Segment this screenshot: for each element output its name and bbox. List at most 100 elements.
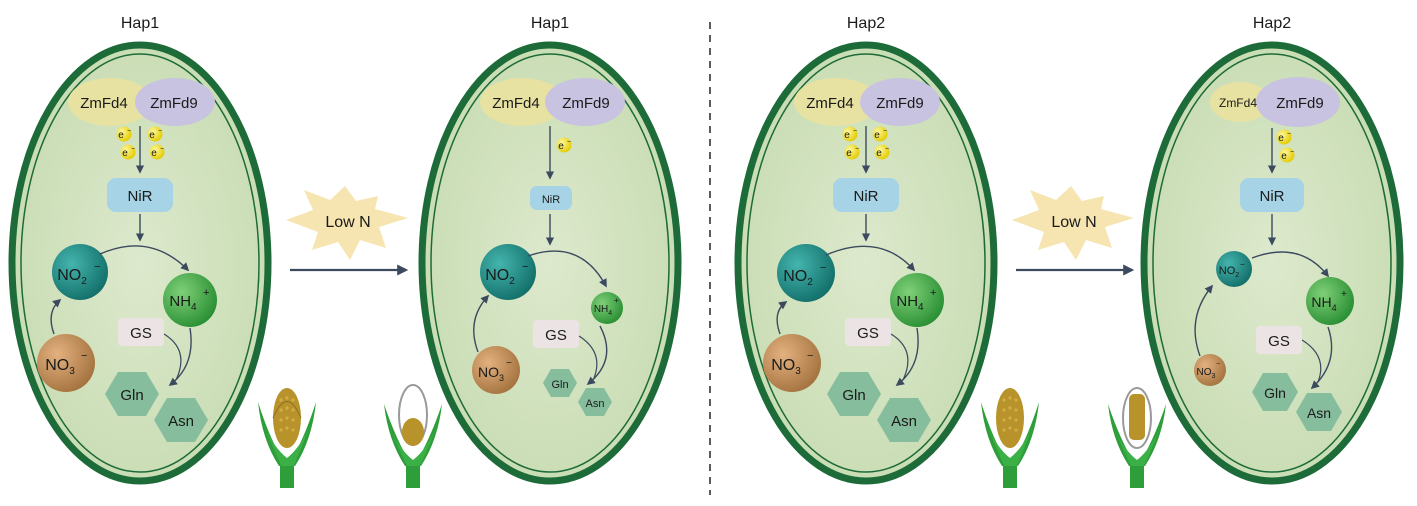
svg-text:e: e: [118, 130, 124, 141]
gln-molecule: [827, 372, 881, 416]
asn-molecule: [877, 398, 931, 442]
nitrite-ion: [1216, 251, 1252, 287]
cell-membrane-inner: [746, 53, 986, 473]
nitrate-charge: −: [81, 350, 87, 362]
electron: e−: [149, 144, 165, 160]
svg-text:e: e: [1278, 133, 1284, 144]
fd9-protein: [860, 78, 940, 126]
nitrate-ion: [1194, 354, 1226, 386]
ammonium-label: NH4: [169, 293, 197, 313]
cell-membrane-inner: [1152, 53, 1392, 473]
svg-text:−: −: [1287, 131, 1291, 138]
svg-text:−: −: [885, 146, 889, 153]
cell-hap1-low-n: Hap1 ZmFd4 ZmFd9 e− NiR NO2 − NH4 + NO3 …: [418, 15, 682, 485]
gs-arrow: [1310, 326, 1333, 390]
svg-text:e: e: [844, 130, 850, 141]
fd4-protein: [794, 78, 878, 126]
gln-molecule: [1252, 373, 1298, 411]
svg-text:−: −: [853, 128, 857, 135]
nitrate-charge: −: [506, 358, 512, 369]
cell-title: Hap1: [121, 15, 159, 32]
uptake-arrow: [1194, 284, 1214, 357]
gs-enzyme: [533, 320, 579, 348]
nir-enzyme: [107, 178, 173, 212]
svg-text:−: −: [883, 128, 887, 135]
ammonium-label: NH4: [594, 304, 612, 317]
nitrate-label: NO3: [1197, 367, 1216, 380]
gln-label: Gln: [842, 387, 865, 404]
maize-ear-reduced: [384, 384, 442, 488]
reduction-arrow: [99, 245, 190, 272]
gs-arrow: [895, 327, 919, 387]
electron: e−: [872, 126, 888, 142]
fd4-label: ZmFd4: [80, 95, 128, 112]
gs-arrow: [578, 335, 598, 379]
nir-label: NiR: [128, 188, 153, 205]
cell-hap1-normal: Hap1 ZmFd4 ZmFd9 e− e− e− e− NiR NO2 − N…: [8, 15, 272, 485]
gs-arrow: [586, 325, 608, 386]
svg-text:e: e: [558, 141, 564, 152]
fd4-label: ZmFd4: [492, 95, 540, 112]
maize-ear-reduced: [1108, 387, 1166, 488]
nitrite-charge: −: [1240, 260, 1245, 269]
svg-text:−: −: [855, 146, 859, 153]
svg-text:−: −: [1290, 149, 1294, 156]
svg-text:e: e: [846, 148, 852, 159]
cell-membrane-inner: [430, 53, 670, 473]
svg-text:−: −: [131, 146, 135, 153]
nitrate-label: NO3: [45, 357, 75, 377]
fd9-label: ZmFd9: [150, 95, 198, 112]
electron: e−: [116, 126, 132, 142]
reduction-arrow: [1251, 251, 1330, 278]
electron: e−: [147, 126, 163, 142]
nir-label: NiR: [1260, 188, 1285, 205]
uptake-arrow: [473, 294, 490, 353]
nitrite-label: NO2: [783, 268, 813, 288]
ammonium-charge: +: [1341, 289, 1347, 300]
ammonium-charge: +: [203, 287, 209, 299]
electron: e−: [842, 126, 858, 142]
svg-text:−: −: [127, 128, 131, 135]
fd9-protein: [135, 78, 215, 126]
asn-label: Asn: [168, 413, 194, 430]
nir-enzyme: [833, 178, 899, 212]
svg-text:e: e: [876, 148, 882, 159]
gs-label: GS: [857, 325, 879, 342]
nir-label: NiR: [542, 194, 560, 206]
nitrite-ion: [52, 244, 108, 300]
nitrite-charge: −: [522, 261, 528, 273]
asn-molecule: [578, 388, 612, 416]
ammonium-ion: [1306, 277, 1354, 325]
fd9-protein: [1256, 77, 1340, 127]
nitrate-ion: [37, 334, 95, 392]
svg-text:−: −: [158, 128, 162, 135]
electron: e−: [120, 144, 136, 160]
fd9-label: ZmFd9: [562, 95, 610, 112]
reduction-arrow: [527, 250, 607, 288]
cell-membrane-inner: [20, 53, 260, 473]
low-n-stress-1: Low N: [286, 186, 409, 276]
electron: e−: [844, 144, 860, 160]
reduction-arrow: [825, 245, 916, 272]
uptake-arrow: [50, 298, 62, 335]
nitrite-ion: [480, 244, 536, 300]
gs-enzyme: [1256, 326, 1302, 354]
nir-label: NiR: [854, 188, 879, 205]
ammonium-charge: +: [930, 287, 936, 299]
cell-title: Hap2: [1253, 15, 1291, 32]
gs-enzyme: [845, 318, 891, 346]
nitrite-charge: −: [820, 262, 826, 274]
cell-title: Hap2: [847, 15, 885, 32]
svg-text:e: e: [122, 148, 128, 159]
electron: e−: [556, 137, 572, 153]
gs-arrow: [163, 333, 182, 381]
cell-hap2-normal: Hap2 ZmFd4 ZmFd9 e− e− e− e− NiR NO2 − N…: [734, 15, 998, 485]
fd4-protein: [480, 78, 564, 126]
asn-label: Asn: [891, 413, 917, 430]
ammonium-ion: [890, 273, 944, 327]
nitrite-label: NO2: [57, 267, 87, 287]
electron: e−: [1276, 129, 1292, 145]
nitrate-charge: −: [807, 350, 813, 362]
svg-text:e: e: [149, 130, 155, 141]
low-n-burst: [1012, 186, 1134, 260]
